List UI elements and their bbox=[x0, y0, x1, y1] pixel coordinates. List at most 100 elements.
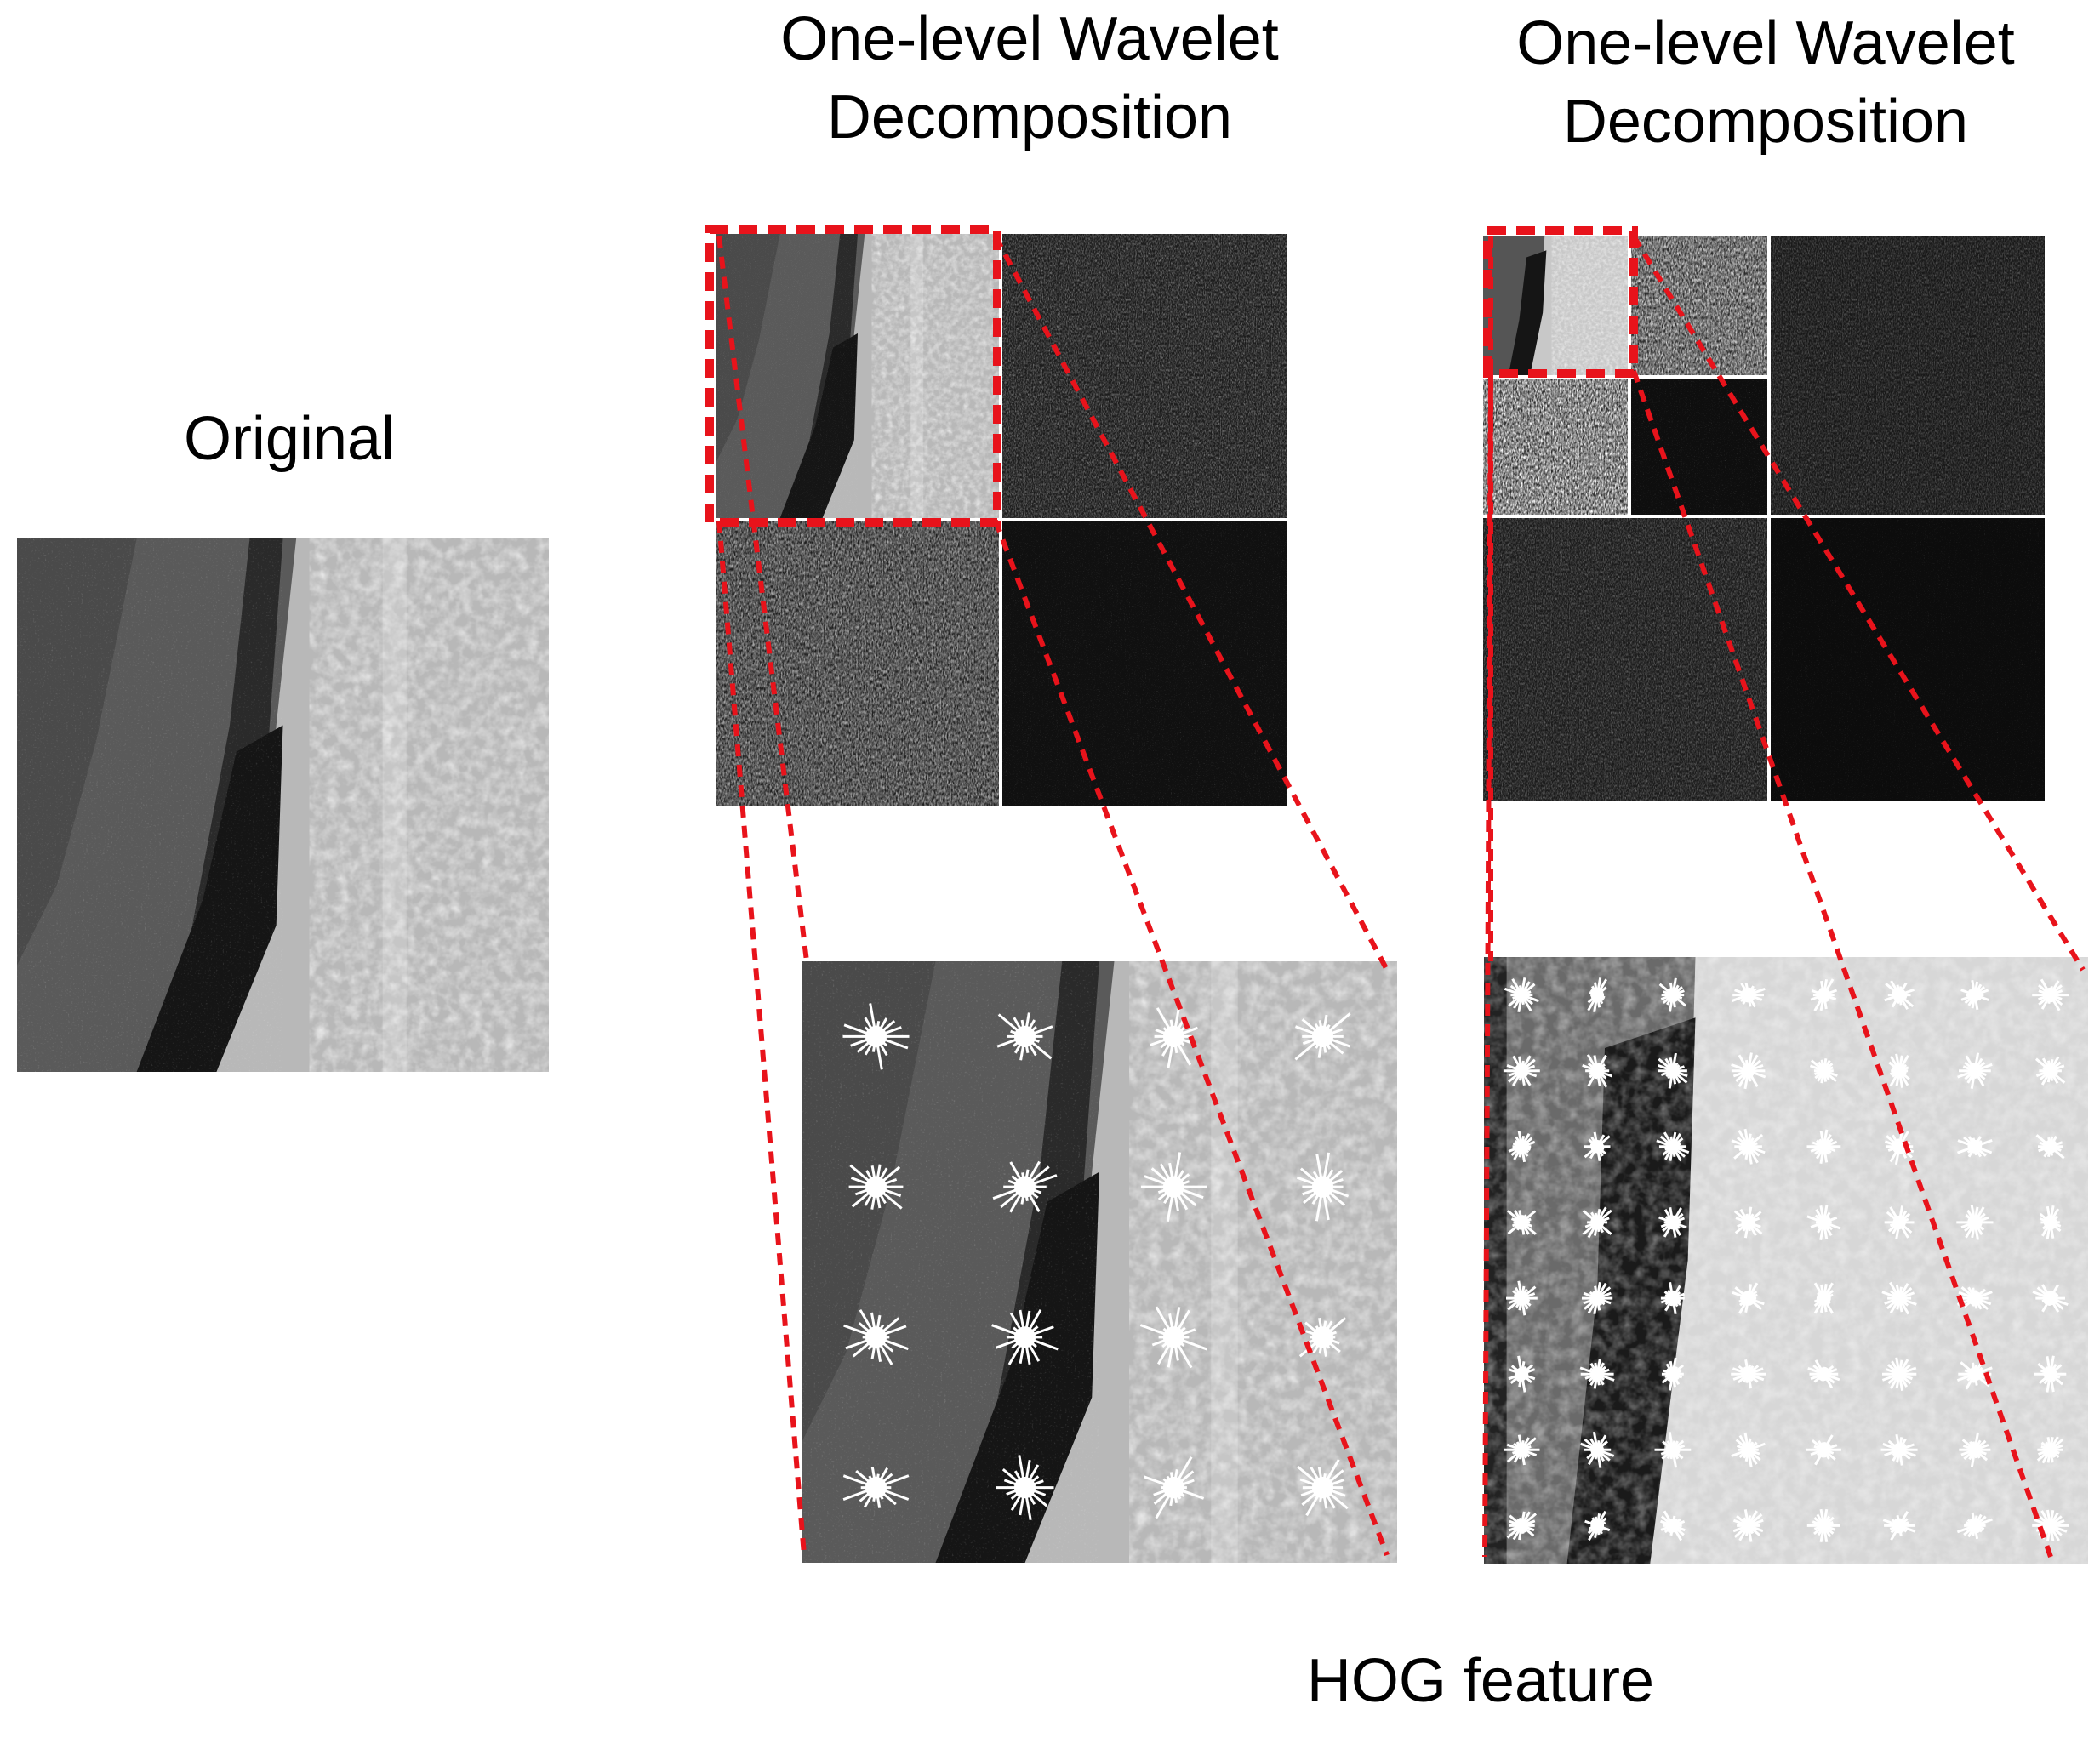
hog-cell-center bbox=[1013, 1025, 1036, 1047]
wavelet-2-label-line1: One-level Wavelet bbox=[1516, 9, 2015, 77]
hog-cell-glyph bbox=[1732, 1282, 1765, 1314]
hog-cell-glyph bbox=[1656, 1131, 1690, 1162]
hog-cell-glyph bbox=[1956, 1286, 1993, 1311]
hog-cell-center bbox=[1893, 989, 1905, 1001]
hog-cell-glyph bbox=[1587, 977, 1607, 1013]
hog-cell-glyph bbox=[1884, 980, 1915, 1010]
hog-cell-center bbox=[1591, 989, 1603, 1001]
hog-cell-glyph bbox=[1881, 1281, 1917, 1315]
hog-cell-glyph bbox=[996, 1012, 1053, 1061]
hog-cell-glyph bbox=[1882, 1510, 1916, 1541]
hog-cell-glyph bbox=[1806, 1508, 1840, 1542]
hog-cell-center bbox=[1893, 1444, 1905, 1456]
wavelet-2-label: One-level Wavelet Decomposition bbox=[1459, 4, 2072, 161]
hog-cell-glyph bbox=[1582, 1282, 1613, 1315]
hog-cell-center bbox=[1515, 1217, 1527, 1228]
hog-cell-glyph bbox=[1806, 1129, 1841, 1164]
hog-cell-glyph bbox=[1139, 1306, 1208, 1369]
wavelet-decomposition-1 bbox=[705, 225, 1287, 806]
hog-cell-center bbox=[865, 1326, 887, 1348]
hog-cell-center bbox=[1969, 989, 1981, 1001]
hog-cell-center bbox=[2045, 1065, 2057, 1077]
hog-cell-glyph bbox=[1580, 1431, 1615, 1468]
hog-cell-center bbox=[1818, 1519, 1829, 1531]
hog-cell-center bbox=[1311, 1477, 1334, 1499]
hog-cell-glyph bbox=[1731, 982, 1766, 1008]
hog-cell-glyph bbox=[1584, 1510, 1611, 1541]
hog-cell-glyph bbox=[1806, 1434, 1841, 1466]
hog-cell-center bbox=[1969, 1292, 1981, 1304]
wavelet-1-label: One-level Wavelet Decomposition bbox=[723, 0, 1336, 157]
hog-cell-center bbox=[1667, 1444, 1679, 1456]
hog-cell-center bbox=[865, 1176, 887, 1198]
hog-cell-glyph bbox=[1296, 1152, 1350, 1222]
wavelet-1-label-line1: One-level Wavelet bbox=[780, 5, 1279, 73]
original-label: Original bbox=[111, 400, 468, 478]
hog-cell-glyph bbox=[1881, 1357, 1917, 1391]
hog-cell-center bbox=[1162, 1176, 1185, 1198]
hog-cell-glyph bbox=[842, 1003, 910, 1070]
hog-cell-center bbox=[1743, 1444, 1755, 1456]
original-image bbox=[17, 538, 549, 1072]
hog-cell-center bbox=[1667, 1368, 1679, 1380]
hog-label: HOG feature bbox=[1259, 1642, 1702, 1720]
hog-cell-glyph bbox=[1297, 1459, 1349, 1517]
hog-cell-glyph bbox=[991, 1309, 1059, 1365]
hog-cell-glyph bbox=[1959, 1432, 1991, 1468]
hog-cell-glyph bbox=[2034, 1056, 2066, 1086]
hog-cell-center bbox=[1591, 1519, 1603, 1531]
hog-cell-center bbox=[1515, 1368, 1527, 1380]
hog-cell-glyph bbox=[1884, 1205, 1915, 1239]
hog-cell-center bbox=[1893, 1065, 1905, 1077]
hog-cell-center bbox=[1591, 1065, 1603, 1077]
hog-cell-center bbox=[865, 1025, 887, 1047]
hog-cell-center bbox=[1893, 1519, 1905, 1531]
hog-cell-center bbox=[1969, 1065, 1981, 1077]
hog-cell-glyph bbox=[1956, 1136, 1993, 1158]
hog-cell-glyph bbox=[1806, 1204, 1841, 1240]
hog-cell-center bbox=[1969, 1217, 1981, 1228]
hog-cell-glyph bbox=[842, 1467, 910, 1508]
hog-cell-center bbox=[1515, 1519, 1527, 1531]
wavelet-2-label-line2: Decomposition bbox=[1562, 88, 1969, 157]
hog-cell-glyph bbox=[992, 1160, 1058, 1213]
hog-cell-center bbox=[1667, 989, 1679, 1001]
hog-cell-glyph bbox=[1880, 1433, 1918, 1466]
hog-cell-center bbox=[1743, 989, 1755, 1001]
hog-cell-glyph bbox=[848, 1164, 904, 1210]
hog-cell-center bbox=[1013, 1477, 1036, 1499]
hog-cell-glyph bbox=[1584, 1131, 1611, 1161]
hog-cell-glyph bbox=[1658, 1207, 1687, 1238]
hog-label-text: HOG feature bbox=[1306, 1647, 1655, 1715]
hog-cell-glyph bbox=[2036, 1436, 2064, 1464]
hog-cell-center bbox=[1667, 1217, 1679, 1228]
hog-cell-glyph bbox=[1658, 1052, 1688, 1089]
hog-cell-center bbox=[1743, 1065, 1755, 1077]
highlight-box-1 bbox=[705, 225, 1001, 527]
hog-cell-center bbox=[1818, 1292, 1829, 1304]
hog-cell-glyph bbox=[1809, 1058, 1838, 1084]
hog-cell-glyph bbox=[1140, 1152, 1207, 1222]
hog-cell-glyph bbox=[1582, 1206, 1612, 1239]
hog-cell-glyph bbox=[1888, 1053, 1910, 1088]
hog-cell-glyph bbox=[1579, 1359, 1615, 1389]
hog-cell-center bbox=[1743, 1141, 1755, 1153]
hog-cell-glyph bbox=[1298, 1317, 1347, 1358]
original-label-text: Original bbox=[183, 405, 396, 473]
hog-cell-glyph bbox=[1582, 1054, 1613, 1088]
hog-cell-glyph bbox=[1957, 1052, 1993, 1090]
hog-cell-center bbox=[1515, 1065, 1527, 1077]
hog-cell-center bbox=[1591, 1444, 1603, 1456]
hog-cell-center bbox=[1013, 1176, 1036, 1198]
hog-cell-center bbox=[1667, 1292, 1679, 1304]
hog-cell-glyph bbox=[1658, 977, 1687, 1012]
hog-cell-center bbox=[1311, 1326, 1334, 1348]
hog-cell-center bbox=[1893, 1141, 1905, 1153]
hog-cell-center bbox=[1515, 1444, 1527, 1456]
hog-cell-glyph bbox=[1731, 1128, 1766, 1165]
hog-cell-center bbox=[1893, 1368, 1905, 1380]
hog-cell-center bbox=[865, 1477, 887, 1499]
hog-cell-center bbox=[1969, 1519, 1981, 1531]
